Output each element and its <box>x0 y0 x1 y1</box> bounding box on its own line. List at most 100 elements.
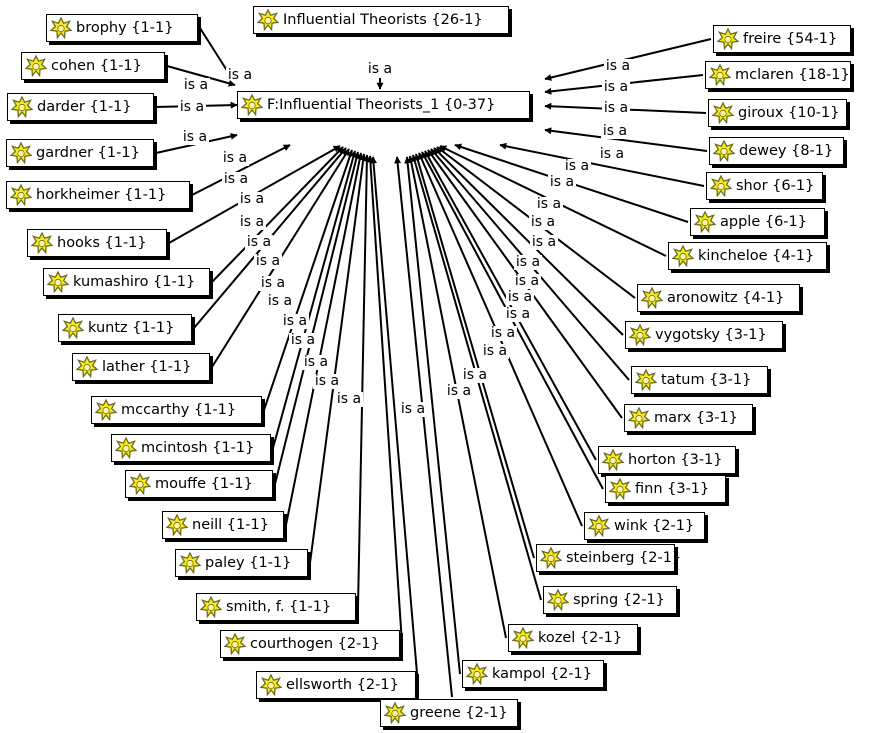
theorist-node-label: dewey {8-1} <box>739 143 834 159</box>
is-a-link-neill <box>285 152 364 526</box>
theorist-node-mouffe[interactable]: mouffe {1-1} <box>125 470 273 498</box>
theorist-node-icon <box>609 478 631 500</box>
theorist-node-icon <box>76 356 98 378</box>
is-a-link-vygotsky <box>433 147 624 336</box>
theorist-node-darder[interactable]: darder {1-1} <box>7 93 154 121</box>
theorist-node-icon <box>129 473 151 495</box>
theorist-node-icon <box>717 28 739 50</box>
theorist-node-icon <box>588 515 610 537</box>
theorist-node-icon <box>672 245 694 267</box>
is-a-link-mccarthy <box>263 149 354 411</box>
is-a-link-horton <box>424 150 597 461</box>
theorist-node-dewey[interactable]: dewey {8-1} <box>709 137 844 165</box>
is-a-link-kumashiro <box>211 146 344 283</box>
theorist-node-lather[interactable]: lather {1-1} <box>72 353 210 381</box>
root-node[interactable]: F:Influential Theorists_1 {0-37} <box>237 91 530 119</box>
link-label-background <box>535 197 563 212</box>
is-a-link-ellsworth <box>370 156 419 686</box>
link-label-background <box>601 124 629 139</box>
theorist-node-kincheloe[interactable]: kincheloe {4-1} <box>668 242 827 270</box>
theorist-node-kuntz[interactable]: kuntz {1-1} <box>58 314 192 342</box>
is-a-label: is a <box>606 58 630 74</box>
theorist-node-icon <box>62 317 84 339</box>
theorist-node-courthogen[interactable]: courthogen {2-1} <box>220 630 400 658</box>
link-label-background <box>548 175 576 190</box>
link-label-background <box>259 276 287 291</box>
theorist-node-wink[interactable]: wink {2-1} <box>584 512 705 540</box>
theorist-node-cohen[interactable]: cohen {1-1} <box>21 52 165 80</box>
theorist-node-icon <box>10 184 32 206</box>
link-label-background <box>226 68 254 83</box>
theorist-node-label: gardner {1-1} <box>36 145 140 161</box>
is-a-label: is a <box>401 401 425 417</box>
theorist-node-kozel[interactable]: kozel {2-1} <box>508 624 638 652</box>
theorist-node-kumashiro[interactable]: kumashiro {1-1} <box>43 268 210 296</box>
link-label-background <box>302 355 330 370</box>
theorist-node-finn[interactable]: finn {3-1} <box>605 475 726 503</box>
link-label-background <box>563 159 591 174</box>
link-label-background <box>289 333 317 348</box>
theorist-node-label: mclaren {18-1} <box>735 67 850 83</box>
theorist-node-label: darder {1-1} <box>37 99 132 115</box>
is-a-label: is a <box>531 214 555 230</box>
theorist-node-mclaren[interactable]: mclaren {18-1} <box>705 61 851 89</box>
theorist-node-kampol[interactable]: kampol {2-1} <box>462 660 604 688</box>
theorist-node-tatum[interactable]: tatum {3-1} <box>631 366 768 394</box>
is-a-label: is a <box>180 99 204 115</box>
theorist-node-steinberg[interactable]: steinberg {2-1} <box>536 544 681 572</box>
theorist-node-mcintosh[interactable]: mcintosh {1-1} <box>111 434 271 462</box>
is-a-label: is a <box>184 77 208 93</box>
link-label-background <box>445 384 473 399</box>
theorist-node-aronowitz[interactable]: aronowitz {4-1} <box>637 284 800 312</box>
theorist-node-icon <box>694 211 716 233</box>
title-node[interactable]: Influential Theorists {26-1} <box>253 6 509 34</box>
title-node-label: Influential Theorists {26-1} <box>283 12 483 28</box>
theorist-node-icon <box>200 596 222 618</box>
theorist-node-greene[interactable]: greene {2-1} <box>380 699 518 727</box>
theorist-node-horkheimer[interactable]: horkheimer {1-1} <box>6 181 190 209</box>
theorist-node-shor[interactable]: shor {6-1} <box>706 172 823 200</box>
is-a-label: is a <box>515 273 539 289</box>
is-a-label: is a <box>506 306 530 322</box>
theorist-node-neill[interactable]: neill {1-1} <box>162 511 284 539</box>
is-a-label: is a <box>368 61 392 77</box>
theorist-node-paley[interactable]: paley {1-1} <box>175 549 308 577</box>
theorist-node-gardner[interactable]: gardner {1-1} <box>6 139 154 167</box>
theorist-node-label: vygotsky {3-1} <box>655 327 767 343</box>
theorist-node-giroux[interactable]: giroux {10-1} <box>708 99 847 127</box>
link-label-background <box>281 314 309 329</box>
is-a-link-paley <box>309 153 367 564</box>
theorist-node-icon <box>31 232 53 254</box>
theorist-node-icon <box>257 9 279 31</box>
link-label-background <box>530 235 558 250</box>
theorist-node-icon <box>166 514 188 536</box>
link-label-background <box>313 374 341 389</box>
link-label-background <box>238 192 266 207</box>
theorist-node-hooks[interactable]: hooks {1-1} <box>27 229 167 257</box>
theorist-node-mccarthy[interactable]: mccarthy {1-1} <box>91 396 262 424</box>
theorist-node-icon <box>466 663 488 685</box>
link-label-background <box>529 215 557 230</box>
theorist-node-horton[interactable]: horton {3-1} <box>598 446 736 474</box>
is-a-label: is a <box>224 171 248 187</box>
is-a-link-dewey <box>544 127 708 152</box>
theorist-node-label: giroux {10-1} <box>738 105 840 121</box>
theorist-node-vygotsky[interactable]: vygotsky {3-1} <box>625 321 783 349</box>
theorist-node-marx[interactable]: marx {3-1} <box>624 404 753 432</box>
theorist-node-icon <box>709 64 731 86</box>
theorist-node-ellsworth[interactable]: ellsworth {2-1} <box>256 671 416 699</box>
link-label-background <box>181 130 209 145</box>
theorist-node-spring[interactable]: spring {2-1} <box>543 586 677 614</box>
theorist-node-icon <box>629 324 651 346</box>
theorist-node-label: mccarthy {1-1} <box>121 402 237 418</box>
theorist-node-label: horton {3-1} <box>628 452 723 468</box>
is-a-label: is a <box>600 146 624 162</box>
theorist-node-label: neill {1-1} <box>192 517 269 533</box>
is-a-label: is a <box>283 313 307 329</box>
theorist-node-apple[interactable]: apple {6-1} <box>690 208 825 236</box>
theorist-node-label: shor {6-1} <box>736 178 815 194</box>
is-a-label: is a <box>183 129 207 145</box>
theorist-node-brophy[interactable]: brophy {1-1} <box>46 14 198 42</box>
theorist-node-smith-f[interactable]: smith, f. {1-1} <box>196 593 356 621</box>
theorist-node-freire[interactable]: freire {54-1} <box>713 25 851 53</box>
